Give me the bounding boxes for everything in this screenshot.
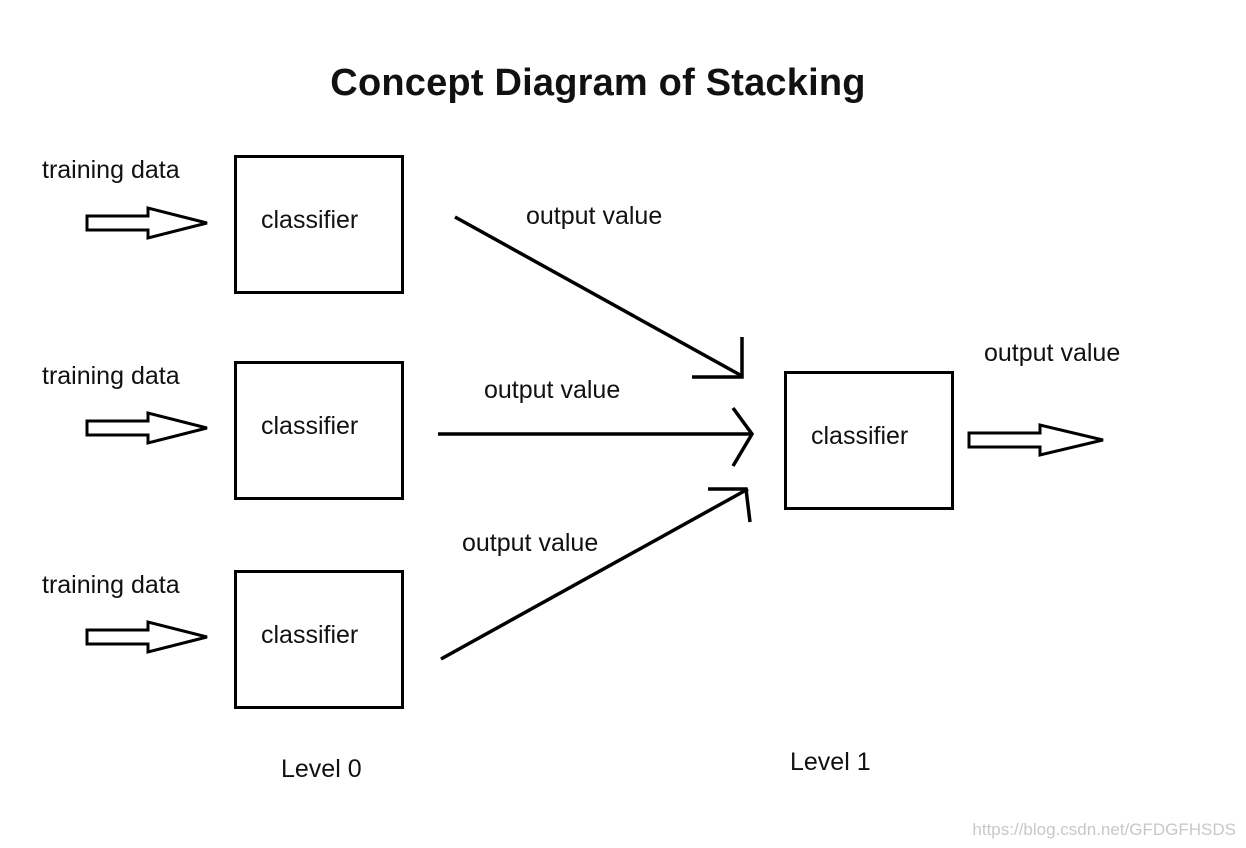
hollow-block-arrow-icon xyxy=(85,620,208,654)
level0-classifier-box-2: classifier xyxy=(234,361,404,500)
connector-arrow-1 xyxy=(454,215,744,379)
classifier-label: classifier xyxy=(261,621,359,649)
hollow-block-arrow-icon xyxy=(967,423,1104,457)
diagram-title: Concept Diagram of Stacking xyxy=(330,62,866,104)
level0-classifier-box-3: classifier xyxy=(234,570,404,709)
hollow-block-arrow-icon xyxy=(85,411,208,445)
classifier-label: classifier xyxy=(811,422,909,450)
edge-output-value-label-2: output value xyxy=(484,376,621,404)
level0-classifier-box-1: classifier xyxy=(234,155,404,294)
level-0-label: Level 0 xyxy=(281,755,362,783)
classifier-label: classifier xyxy=(261,206,359,234)
training-data-label-2: training data xyxy=(42,362,180,390)
connector-arrow-2 xyxy=(438,406,755,467)
training-data-label-3: training data xyxy=(42,571,180,599)
classifier-label: classifier xyxy=(261,412,359,440)
level1-classifier-box: classifier xyxy=(784,371,954,510)
final-output-value-label: output value xyxy=(984,339,1121,367)
hollow-block-arrow-icon xyxy=(85,206,208,240)
watermark: https://blog.csdn.net/GFDGFHSDS xyxy=(972,820,1236,839)
edge-output-value-label-3: output value xyxy=(462,529,599,557)
training-data-label-1: training data xyxy=(42,156,180,184)
level-1-label: Level 1 xyxy=(790,748,871,776)
connector-arrow-3 xyxy=(440,487,752,661)
edge-output-value-label-1: output value xyxy=(526,202,663,230)
